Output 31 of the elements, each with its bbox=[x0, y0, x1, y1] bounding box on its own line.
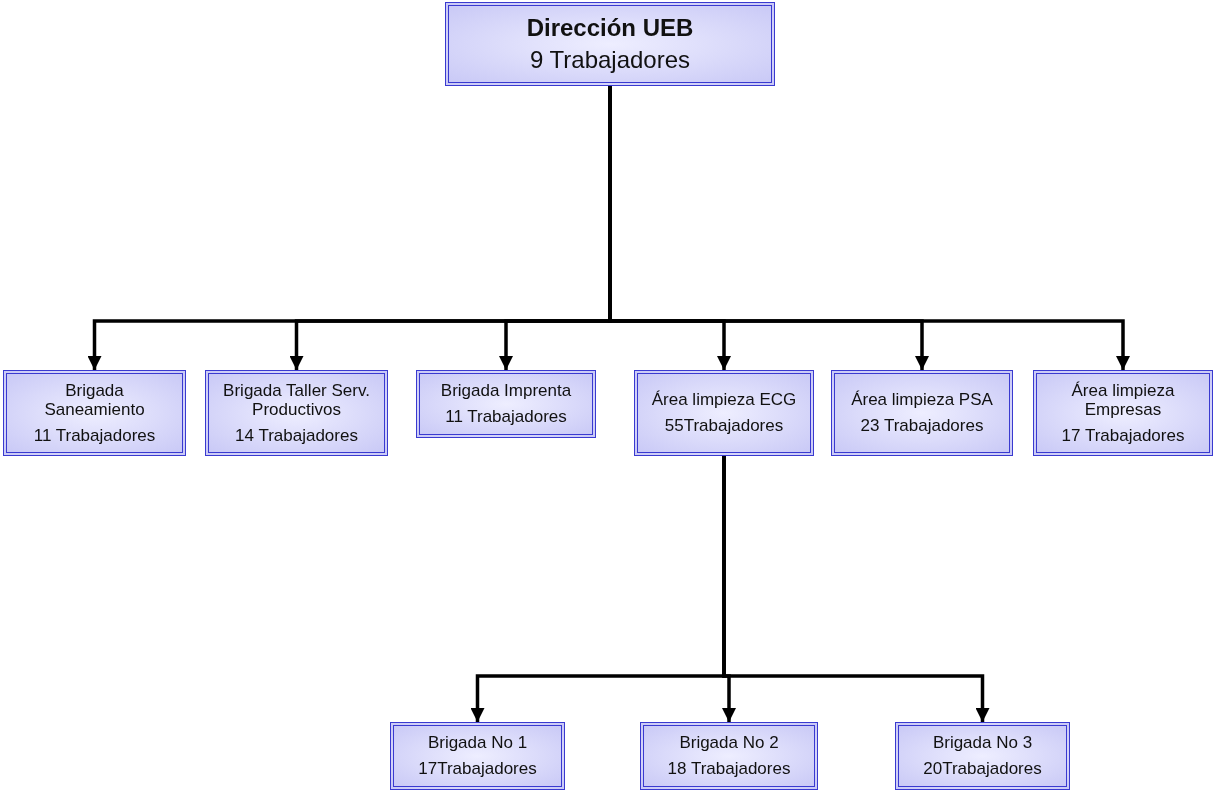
org-box bbox=[3, 370, 186, 456]
org-box bbox=[390, 722, 565, 790]
unit-name: Brigada Taller Serv. Productivos bbox=[222, 380, 371, 420]
unit-name: Brigada Saneamiento bbox=[43, 380, 146, 420]
unit-name: Brigada No 1 bbox=[427, 733, 528, 753]
worker-count: 11 Trabajadores bbox=[33, 425, 156, 446]
org-box bbox=[1033, 370, 1213, 456]
org-box bbox=[895, 722, 1070, 790]
worker-count: 9 Trabajadores bbox=[529, 46, 691, 74]
worker-count: 14 Trabajadores bbox=[235, 425, 358, 446]
org-box bbox=[634, 370, 814, 456]
org-box bbox=[445, 2, 775, 86]
worker-count: 18 Trabajadores bbox=[667, 759, 791, 779]
unit-name: Dirección UEB bbox=[526, 14, 694, 42]
unit-name: Brigada No 2 bbox=[679, 733, 779, 753]
unit-name: Brigada Imprenta bbox=[440, 381, 572, 401]
org-box bbox=[416, 370, 596, 438]
org-box bbox=[640, 722, 818, 790]
org-box bbox=[831, 370, 1013, 456]
connector-arrow bbox=[722, 456, 990, 722]
worker-count: 17 Trabajadores bbox=[1061, 425, 1185, 446]
worker-count: 55Trabajadores bbox=[664, 416, 784, 436]
unit-name: Brigada No 3 bbox=[932, 733, 1033, 753]
worker-count: 17Trabajadores bbox=[418, 759, 537, 779]
unit-name: Área limpieza ECG bbox=[651, 390, 797, 410]
worker-count: 20Trabajadores bbox=[923, 759, 1042, 779]
unit-name: Área limpieza Empresas bbox=[1070, 380, 1176, 420]
org-box bbox=[205, 370, 388, 456]
unit-name: Área limpieza PSA bbox=[851, 390, 993, 410]
worker-count: 23 Trabajadores bbox=[860, 416, 984, 436]
worker-count: 11 Trabajadores bbox=[445, 407, 567, 427]
